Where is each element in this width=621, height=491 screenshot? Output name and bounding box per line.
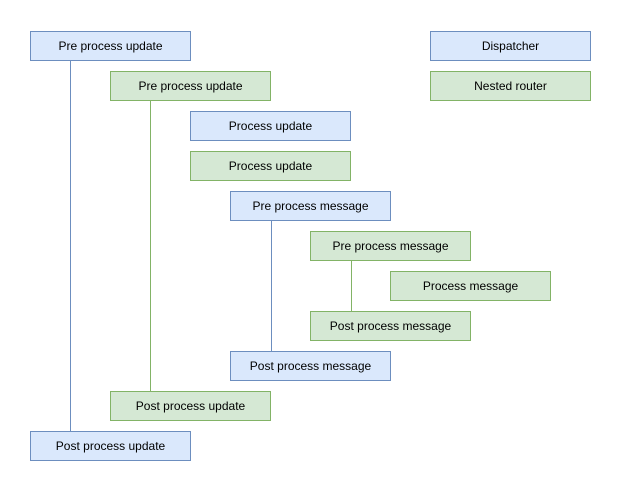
node-post-process-message-blue[interactable]: Post process message <box>230 351 391 381</box>
node-pre-process-update-green[interactable]: Pre process update <box>110 71 271 101</box>
node-process-update-green[interactable]: Process update <box>190 151 351 181</box>
node-pre-process-message-blue[interactable]: Pre process message <box>230 191 391 221</box>
connector-line-3 <box>271 221 272 351</box>
node-post-process-message-green[interactable]: Post process message <box>310 311 471 341</box>
connector-line-1 <box>70 61 71 431</box>
node-process-update-blue[interactable]: Process update <box>190 111 351 141</box>
legend-item-dispatcher[interactable]: Dispatcher <box>430 31 591 61</box>
connector-line-4 <box>351 261 352 311</box>
node-pre-process-message-green[interactable]: Pre process message <box>310 231 471 261</box>
node-process-message-green[interactable]: Process message <box>390 271 551 301</box>
connector-line-2 <box>150 101 151 391</box>
node-post-process-update-blue[interactable]: Post process update <box>30 431 191 461</box>
node-pre-process-update-blue[interactable]: Pre process update <box>30 31 191 61</box>
node-post-process-update-green[interactable]: Post process update <box>110 391 271 421</box>
legend-item-nested-router[interactable]: Nested router <box>430 71 591 101</box>
